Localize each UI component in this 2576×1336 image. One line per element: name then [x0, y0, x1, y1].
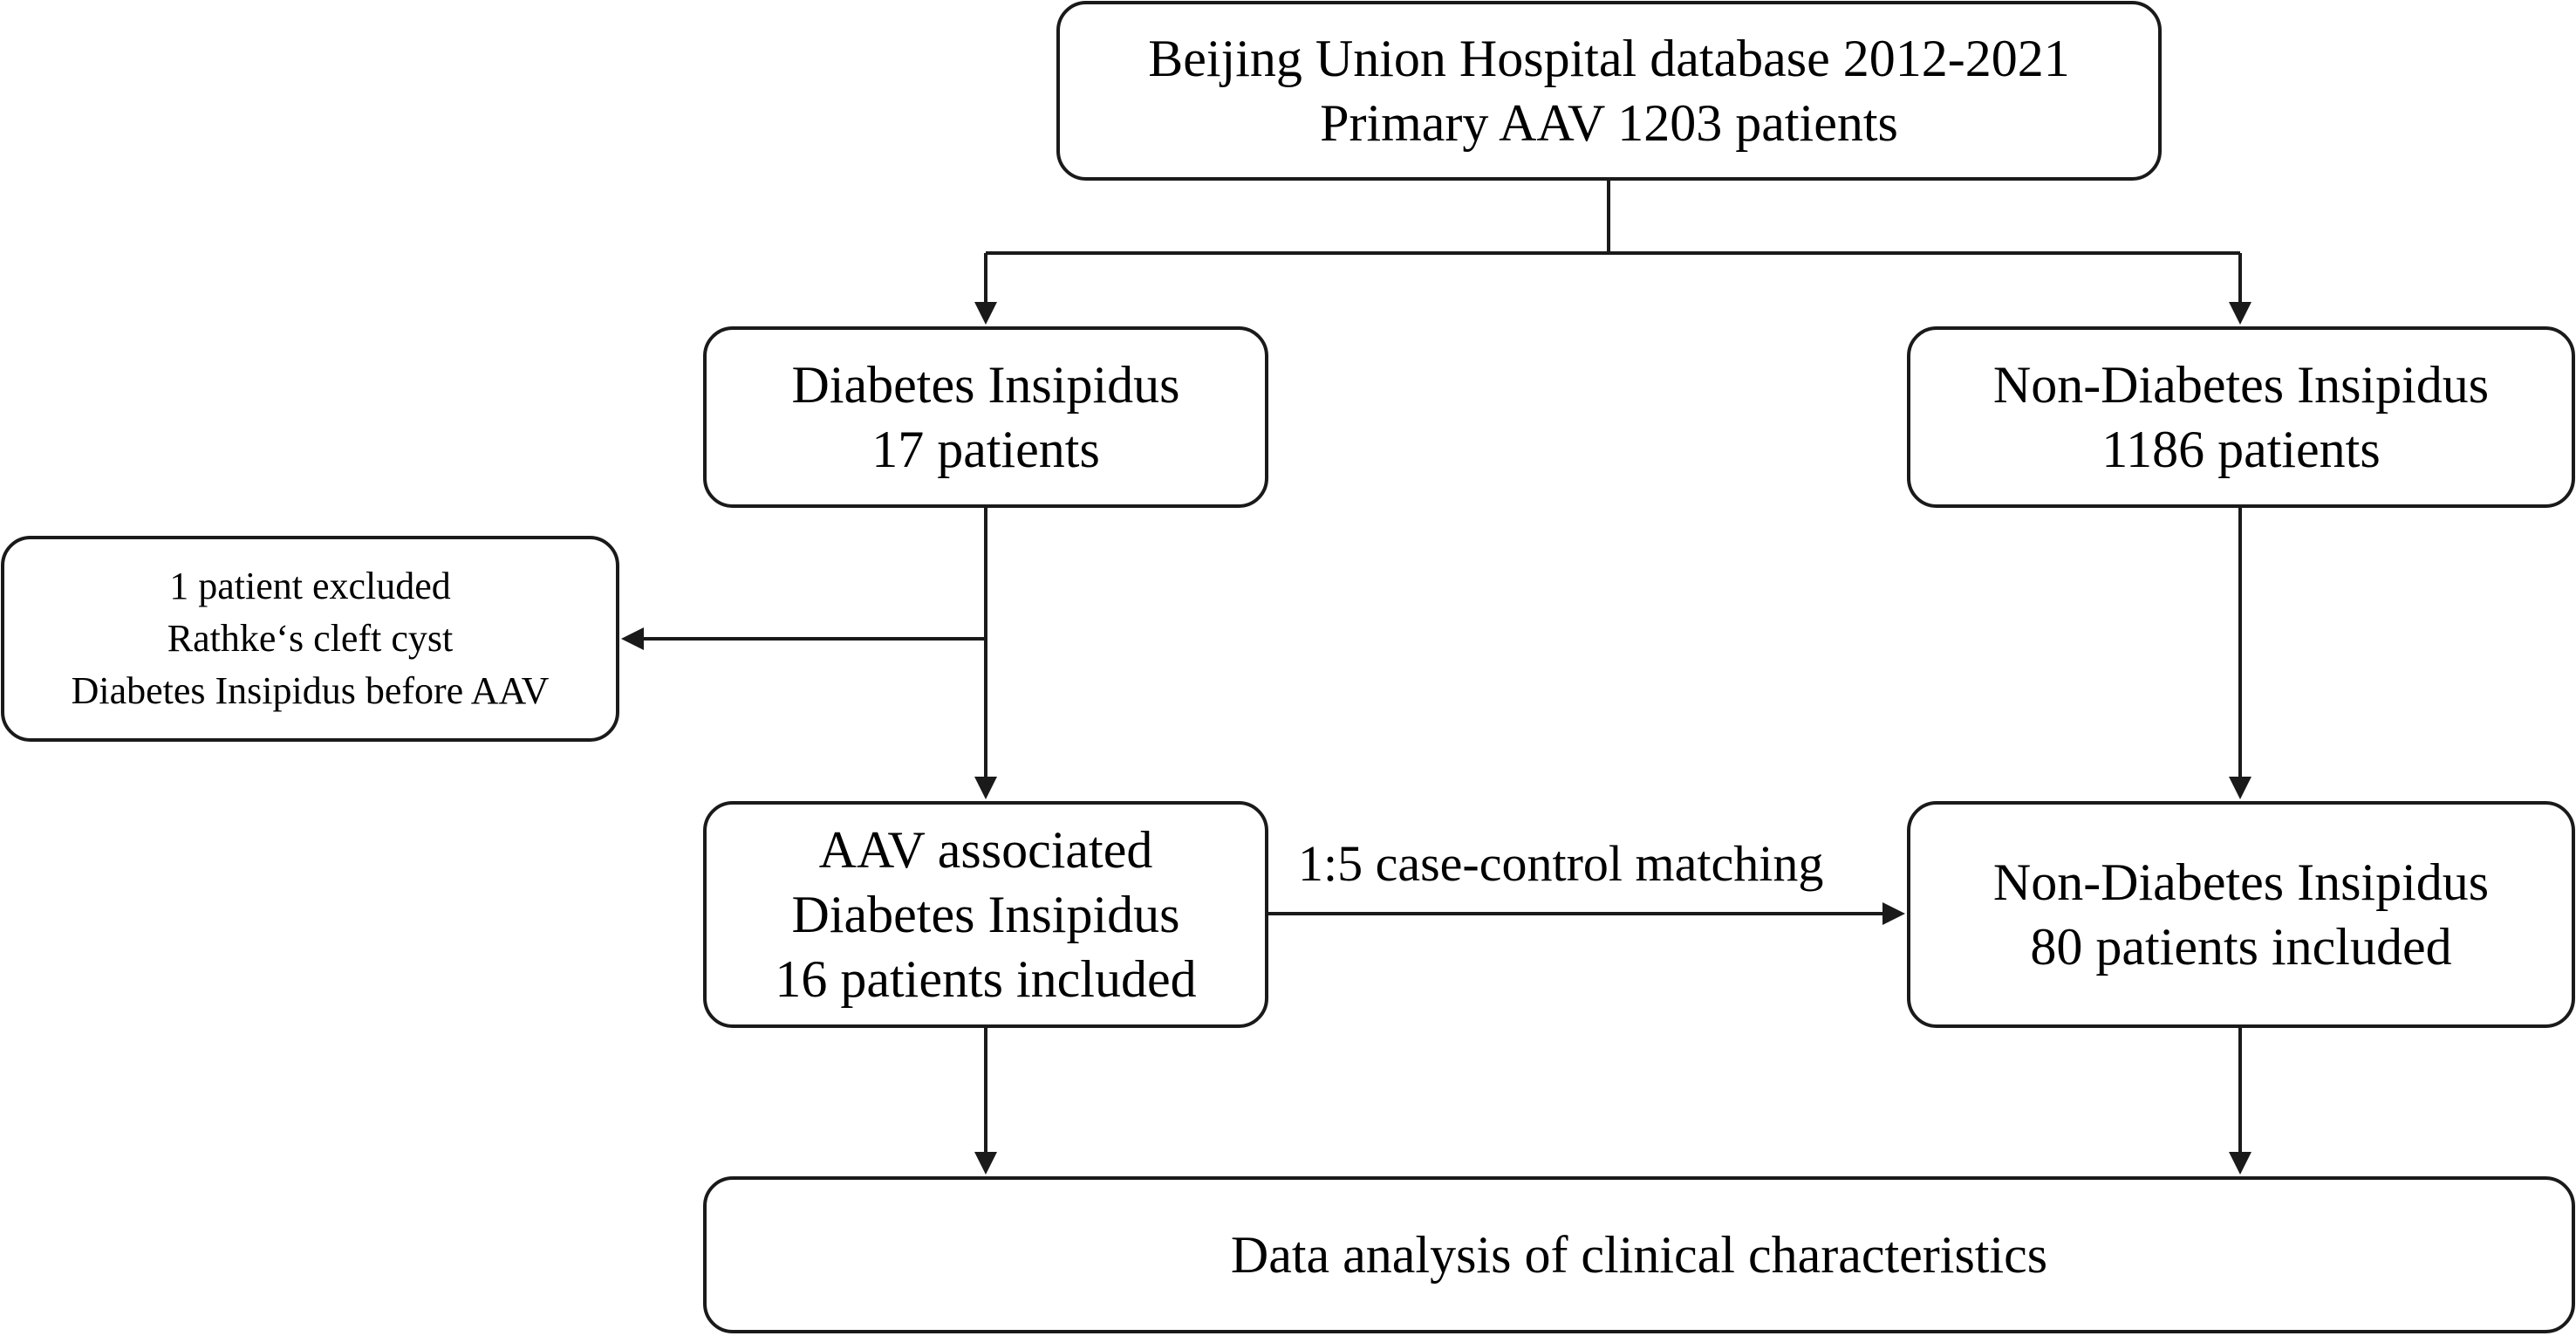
di-line-2: 17 patients: [871, 421, 1100, 478]
source-line-1: Beijing Union Hospital database 2012-202…: [1148, 30, 2070, 87]
arrowhead-to-di: [974, 302, 997, 325]
non-diabetes-insipidus-box: Non-Diabetes Insipidus 1186 patients: [1907, 326, 2575, 508]
arrowhead-matched-to-analysis: [2229, 1152, 2251, 1175]
excluded-line-2: Rathke‘s cleft cyst: [167, 617, 454, 660]
excluded-line-3: Diabetes Insipidus before AAV: [71, 669, 550, 712]
aav-di-line-1: AAV associated: [818, 821, 1153, 879]
data-analysis-box: Data analysis of clinical characteristic…: [703, 1176, 2575, 1333]
arrowhead-aav-di-to-analysis: [974, 1152, 997, 1175]
analysis-line-1: Data analysis of clinical characteristic…: [1230, 1226, 2048, 1284]
non-di-line-2: 1186 patients: [2101, 421, 2381, 478]
arrowhead-to-excluded: [621, 627, 644, 650]
arrowhead-matching: [1882, 902, 1905, 925]
arrowhead-to-aav-di: [974, 777, 997, 799]
non-di-matched-line-2: 80 patients included: [2030, 918, 2452, 976]
aav-di-line-3: 16 patients included: [775, 950, 1197, 1008]
non-di-matched-box: Non-Diabetes Insipidus 80 patients inclu…: [1907, 801, 2575, 1028]
excluded-line-1: 1 patient excluded: [169, 565, 451, 607]
source-database-box: Beijing Union Hospital database 2012-202…: [1056, 1, 2162, 181]
diabetes-insipidus-box: Diabetes Insipidus 17 patients: [703, 326, 1268, 508]
aav-di-line-2: Diabetes Insipidus: [791, 886, 1180, 943]
source-line-2: Primary AAV 1203 patients: [1320, 94, 1898, 152]
non-di-matched-line-1: Non-Diabetes Insipidus: [1992, 853, 2490, 911]
matching-label: 1:5 case-control matching: [1298, 835, 1824, 892]
arrowhead-to-non-di: [2229, 302, 2251, 325]
non-di-line-1: Non-Diabetes Insipidus: [1992, 356, 2490, 414]
excluded-box: 1 patient excluded Rathke‘s cleft cyst D…: [1, 536, 619, 742]
aav-associated-di-box: AAV associated Diabetes Insipidus 16 pat…: [703, 801, 1268, 1028]
di-line-1: Diabetes Insipidus: [791, 356, 1180, 414]
arrowhead-to-matched: [2229, 777, 2251, 799]
